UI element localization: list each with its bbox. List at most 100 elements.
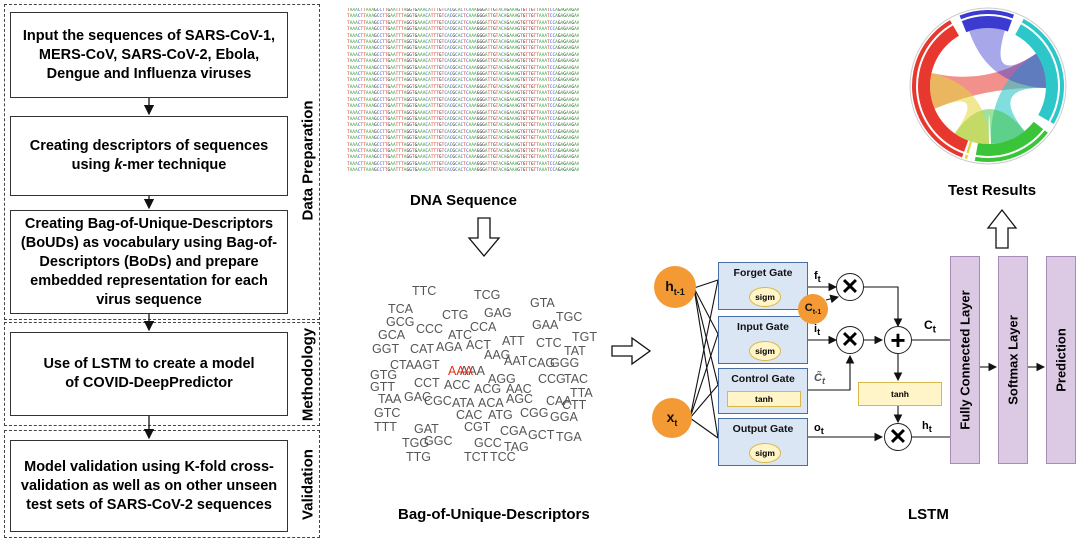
- methodology-group: [4, 322, 320, 426]
- kmer-word: GGC: [424, 434, 453, 448]
- kmer-word: AGT: [414, 358, 440, 372]
- output-gate-sigm: sigm: [749, 443, 781, 463]
- kmer-word: CCC: [416, 322, 444, 336]
- kmer-word: GAC: [404, 390, 432, 404]
- right-hollow-arrow: [611, 336, 652, 366]
- kmer-word: ACA: [478, 396, 504, 410]
- kmer-word: GCT: [528, 428, 555, 442]
- chord-diagram: [909, 7, 1067, 165]
- kmer-word: GGT: [372, 342, 400, 356]
- chord-segment: [961, 16, 1012, 33]
- forget-gate-label: Forget Gate: [733, 267, 793, 279]
- validation-group: [4, 430, 320, 538]
- forget-gate: Forget Gate sigm: [718, 262, 808, 310]
- kmer-word: CTC: [536, 336, 562, 350]
- control-gate-label: Control Gate: [731, 373, 795, 385]
- kmer-word: GTT: [370, 380, 395, 394]
- kmer-word: TAG: [504, 440, 529, 454]
- control-gate-tanh: tanh: [727, 391, 801, 407]
- softmax-layer: Softmax Layer: [998, 256, 1028, 464]
- up-hollow-arrow: [986, 208, 1018, 249]
- kmer-word: TAC: [564, 372, 589, 386]
- prediction-layer: Prediction: [1046, 256, 1076, 464]
- step-kmer-descriptors: Creating descriptors of sequences using …: [10, 116, 288, 196]
- chord-outer-ring: [974, 130, 1048, 162]
- kmer-word: AAC: [506, 382, 532, 396]
- kmer-word: AAT: [504, 354, 528, 368]
- step-lstm-model: Use of LSTM to create a model of COVID-D…: [10, 332, 288, 416]
- kmer-word: GTC: [374, 406, 401, 420]
- kmer-word: ATG: [488, 408, 513, 422]
- step-bag-text: Creating Bag-of-Unique-Descriptors (BoUD…: [20, 215, 278, 308]
- kmer-word: TCA: [388, 302, 413, 316]
- kmer-word: TCG: [474, 288, 501, 302]
- lstm-caption: LSTM: [908, 506, 949, 523]
- kmer-word: TTG: [406, 450, 431, 464]
- kmer-word: TCT: [464, 450, 489, 464]
- forget-gate-sigm: sigm: [749, 287, 781, 307]
- input-gate: Input Gate sigm: [718, 316, 808, 364]
- kmer-word: CGC: [424, 394, 452, 408]
- kmer-word: AAG: [484, 348, 511, 362]
- chord-segment: [975, 121, 1044, 156]
- kmer-word: CTT: [562, 398, 587, 412]
- kmer-word: CCA: [470, 320, 497, 334]
- kmer-word: ATC: [448, 328, 473, 342]
- chord-ribbon: [969, 28, 1046, 89]
- kmer-word: AAA: [460, 364, 486, 378]
- kmer-word: CCG: [538, 372, 566, 386]
- kmer-word: ATT: [502, 334, 525, 348]
- kmer-word: CGT: [464, 420, 491, 434]
- kmer-word: CAC: [456, 408, 483, 422]
- kmer-word: GCC: [474, 436, 502, 450]
- down-hollow-arrow: [467, 217, 501, 258]
- kmer-word: ACC: [444, 378, 471, 392]
- kmer-word: TGT: [572, 330, 597, 344]
- kmer-word: AGG: [488, 372, 516, 386]
- output-gate: Output Gate sigm: [718, 418, 808, 466]
- step-kmer-line1: Creating descriptors of sequences: [29, 138, 269, 154]
- signal-f: ft: [814, 270, 821, 285]
- kmer-word: TCC: [490, 450, 516, 464]
- kmer-word: GAG: [484, 306, 512, 320]
- input-gate-sigm: sigm: [749, 341, 781, 361]
- kmer-word: GTA: [530, 296, 555, 310]
- chord-segment: [1015, 24, 1058, 122]
- c-prev-label: Ct-1: [804, 301, 822, 317]
- kmer-word: AGC: [506, 392, 534, 406]
- chord-segment: [966, 141, 973, 154]
- kmer-word: GTG: [370, 368, 398, 382]
- kmer-word: GAT: [414, 422, 439, 436]
- kmer-word: ATA: [452, 396, 475, 410]
- kmer-word: CTA: [390, 358, 415, 372]
- kmer-word: TAT: [564, 344, 586, 358]
- chord-outer-ring: [912, 20, 964, 158]
- x-t-input: xt: [652, 398, 692, 438]
- step-lstm-text: Use of LSTM to create a model of COVID-D…: [43, 356, 255, 391]
- chord-ribbon: [930, 72, 990, 145]
- h-prev-input: ht-1: [654, 266, 696, 308]
- step-input-sequences: Input the sequences of SARS-CoV-1, MERS-…: [10, 12, 288, 98]
- kmer-word: GCG: [386, 315, 415, 329]
- step-model-validation: Model validation using K-fold cross-vali…: [10, 440, 288, 532]
- chord-outer-ring: [959, 9, 1014, 20]
- c-prev-input: Ct-1: [798, 294, 828, 324]
- add-operator: +: [884, 326, 912, 354]
- kmer-word: CCT: [414, 376, 440, 390]
- data-preparation-group: [4, 4, 320, 320]
- step-validation-text: Model validation using K-fold cross-vali…: [20, 458, 278, 513]
- kmer-word: CTG: [442, 308, 469, 322]
- step-kmer-line2: using k-mer technique: [71, 157, 227, 173]
- signal-i: it: [814, 323, 821, 338]
- kmer-word: TTT: [374, 420, 397, 434]
- fully-connected-layer: Fully Connected Layer: [950, 256, 980, 464]
- h-prev-label: ht-1: [665, 277, 685, 297]
- signal-c-out: Ct: [924, 318, 937, 336]
- multiply-operator-input: ✕: [836, 326, 864, 354]
- bag-caption: Bag-of-Unique-Descriptors: [398, 506, 590, 523]
- kmer-word: TAA: [378, 392, 402, 406]
- kmer-word: GAA: [532, 318, 559, 332]
- kmer-word: TGG: [402, 436, 430, 450]
- chord-outer-ring: [964, 154, 969, 160]
